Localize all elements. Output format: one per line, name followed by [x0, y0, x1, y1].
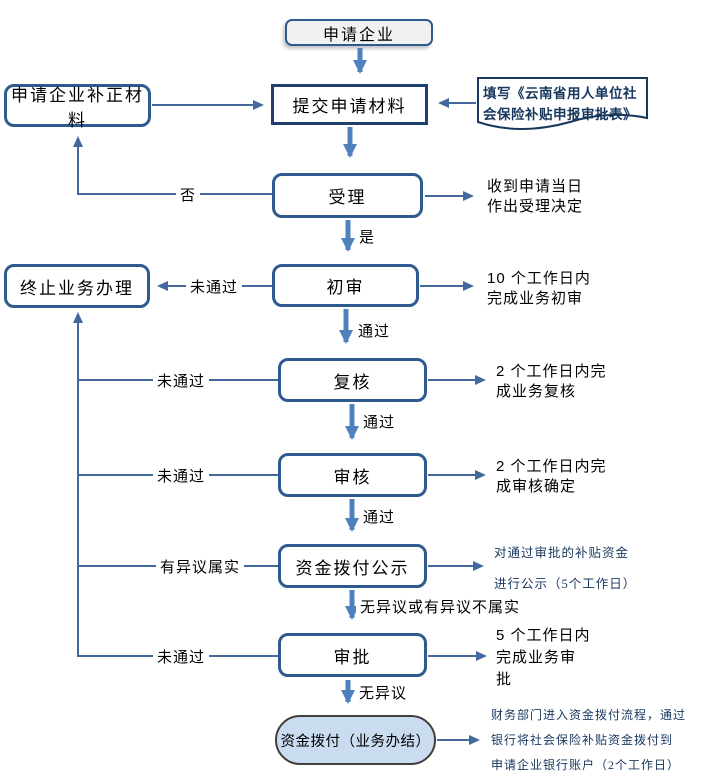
flow-node-recheck: 复核 [278, 358, 427, 402]
annotation-approval: 5 个工作日内 完成业务审 批 [496, 627, 591, 688]
annotation-final: 财务部门进入资金拨付流程，通过 银行将社会保险补贴资金拨付到 申请企业银行账户（… [491, 708, 687, 772]
flow-node-approval: 审批 [278, 633, 427, 677]
flow-node-final-payment: 资金拨付（业务办结） [275, 715, 436, 765]
annotation-publicity: 对通过审批的补贴资金 进行公示（5个工作日） [494, 546, 637, 591]
edge-label-fail-first-review: 未通过 [186, 276, 243, 297]
annotation-first-review: 10 个工作日内 完成业务初审 [487, 270, 591, 307]
edge-label-no-objection: 无异议 [355, 682, 412, 703]
edge-label-pass-first-review: 通过 [354, 320, 395, 341]
edge-label-pass-audit: 通过 [359, 506, 400, 527]
flow-node-submit-materials: 提交申请材料 [271, 84, 428, 125]
fill-form-note-shape [477, 77, 648, 130]
edge-label-no-objection-or-false: 无异议或有异议不属实 [356, 596, 525, 617]
flow-node-publicity: 资金拨付公示 [278, 544, 427, 588]
flow-node-audit: 审核 [278, 453, 427, 497]
annotation-accept: 收到申请当日 作出受理决定 [487, 178, 584, 215]
edge-label-no: 否 [176, 184, 201, 205]
flow-node-terminate: 终止业务办理 [4, 264, 150, 308]
annotation-recheck: 2 个工作日内完 成业务复核 [496, 363, 607, 400]
annotation-audit: 2 个工作日内完 成审核确定 [496, 458, 607, 495]
edge-label-yes: 是 [355, 226, 380, 247]
edge-label-fail-recheck: 未通过 [153, 370, 210, 391]
edge-label-fail-audit: 未通过 [153, 465, 210, 486]
annotation-fill-form: 填写《云南省用人单位社 会保险补贴申报审批表》 [483, 86, 637, 122]
edge-label-objection-true: 有异议属实 [156, 556, 245, 577]
flow-node-start: 申请企业 [285, 19, 433, 46]
flow-node-first-review: 初审 [272, 264, 419, 307]
edge-label-fail-approval: 未通过 [153, 646, 210, 667]
flow-node-correction-materials: 申请企业补正材料 [4, 84, 151, 130]
edge-label-pass-recheck: 通过 [359, 411, 400, 432]
flow-node-accept: 受理 [272, 173, 423, 218]
